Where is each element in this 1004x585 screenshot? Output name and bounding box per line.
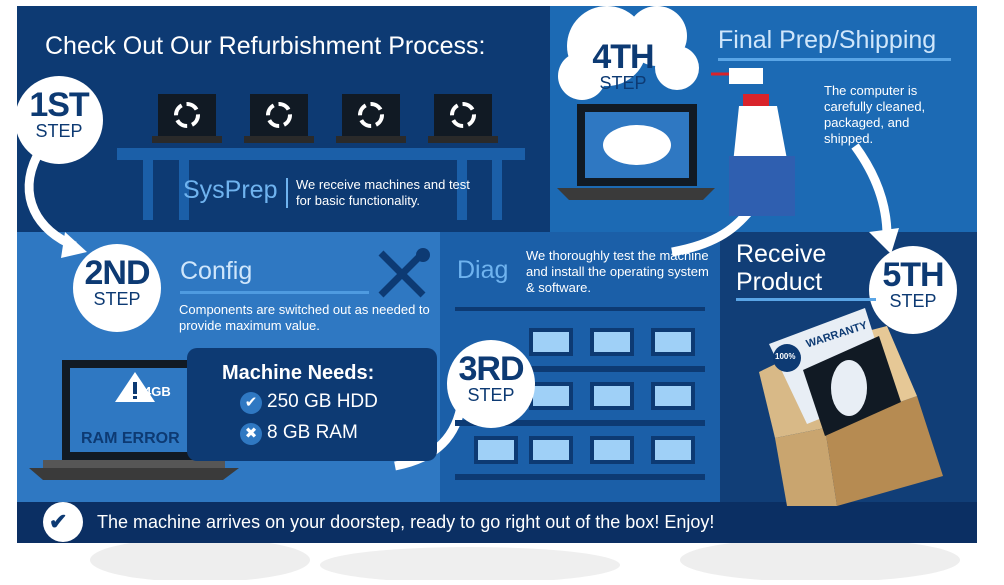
need-item-label: 250 GB HDD	[267, 391, 378, 412]
diag-heading: Diag	[457, 256, 509, 284]
step4-badge: 4TH STEP	[579, 28, 667, 116]
step3-label: STEP	[467, 385, 515, 405]
footer-bar	[17, 502, 977, 543]
tools-icon	[378, 248, 430, 298]
warranty-seal: 100%	[775, 352, 796, 361]
step3-badge: 3RD STEP	[447, 340, 535, 428]
check-icon: ✔	[240, 392, 262, 414]
step2-label: STEP	[93, 289, 141, 309]
ram-capacity-label: 4GB	[144, 384, 171, 399]
step2-number: 2ND	[84, 254, 150, 292]
final-prep-heading: Final Prep/Shipping	[718, 26, 937, 54]
step3-number: 3RD	[458, 350, 524, 388]
step4-label: STEP	[599, 73, 647, 93]
sysprep-heading: SysPrep	[183, 176, 278, 204]
receive-heading-line1: Receive	[736, 240, 827, 268]
page-title: Check Out Our Refurbishment Process:	[45, 32, 486, 60]
step1-label: STEP	[35, 121, 83, 141]
laptop-icon	[152, 94, 222, 143]
x-icon: ✖	[240, 423, 262, 445]
sysprep-description: We receive machines and test for basic f…	[296, 177, 470, 208]
receive-underline	[736, 298, 876, 301]
infographic-card: Check Out Our Refurbishment Process: 1ST…	[17, 6, 977, 543]
receive-heading-line2: Product	[736, 268, 823, 296]
step1-badge: 1ST STEP	[17, 76, 103, 164]
ram-error-laptop	[29, 360, 239, 480]
step5-badge: 5TH STEP	[869, 246, 957, 334]
step1-number: 1ST	[29, 86, 89, 124]
step5-label: STEP	[889, 291, 937, 311]
config-heading: Config	[180, 257, 253, 285]
laptop-icon	[336, 94, 406, 143]
tablet-icon	[803, 336, 901, 436]
server-rack-illustration	[455, 307, 705, 480]
need-item-hdd: ✔250 GB HDD	[240, 391, 378, 414]
step4-number: 4TH	[592, 38, 654, 76]
illustrations	[24, 6, 943, 542]
machine-needs-title: Machine Needs:	[222, 362, 375, 384]
cleaning-laptop	[557, 104, 715, 200]
machine-needs-box	[187, 348, 437, 461]
config-description: Components are switched out as needed to…	[179, 302, 430, 333]
final-prep-description: The computer is carefully cleaned, packa…	[824, 83, 926, 146]
ram-error-label: RAM ERROR	[81, 430, 180, 447]
footer-text: The machine arrives on your doorstep, re…	[97, 512, 715, 532]
need-item-ram: ✖8 GB RAM	[240, 422, 358, 445]
step2-badge: 2ND STEP	[73, 244, 161, 332]
final-prep-underline	[718, 58, 951, 61]
cloud-icon	[558, 6, 699, 100]
config-underline	[180, 291, 369, 294]
step5-number: 5TH	[882, 256, 944, 294]
laptop-icon	[244, 94, 314, 143]
need-item-label: 8 GB RAM	[267, 422, 358, 443]
diag-description: We thoroughly test the machine and insta…	[526, 248, 709, 295]
laptop-icon	[428, 94, 498, 143]
spray-bottle-icon	[711, 68, 795, 216]
workbench-illustration	[117, 148, 525, 220]
check-icon: ✔	[49, 509, 68, 534]
